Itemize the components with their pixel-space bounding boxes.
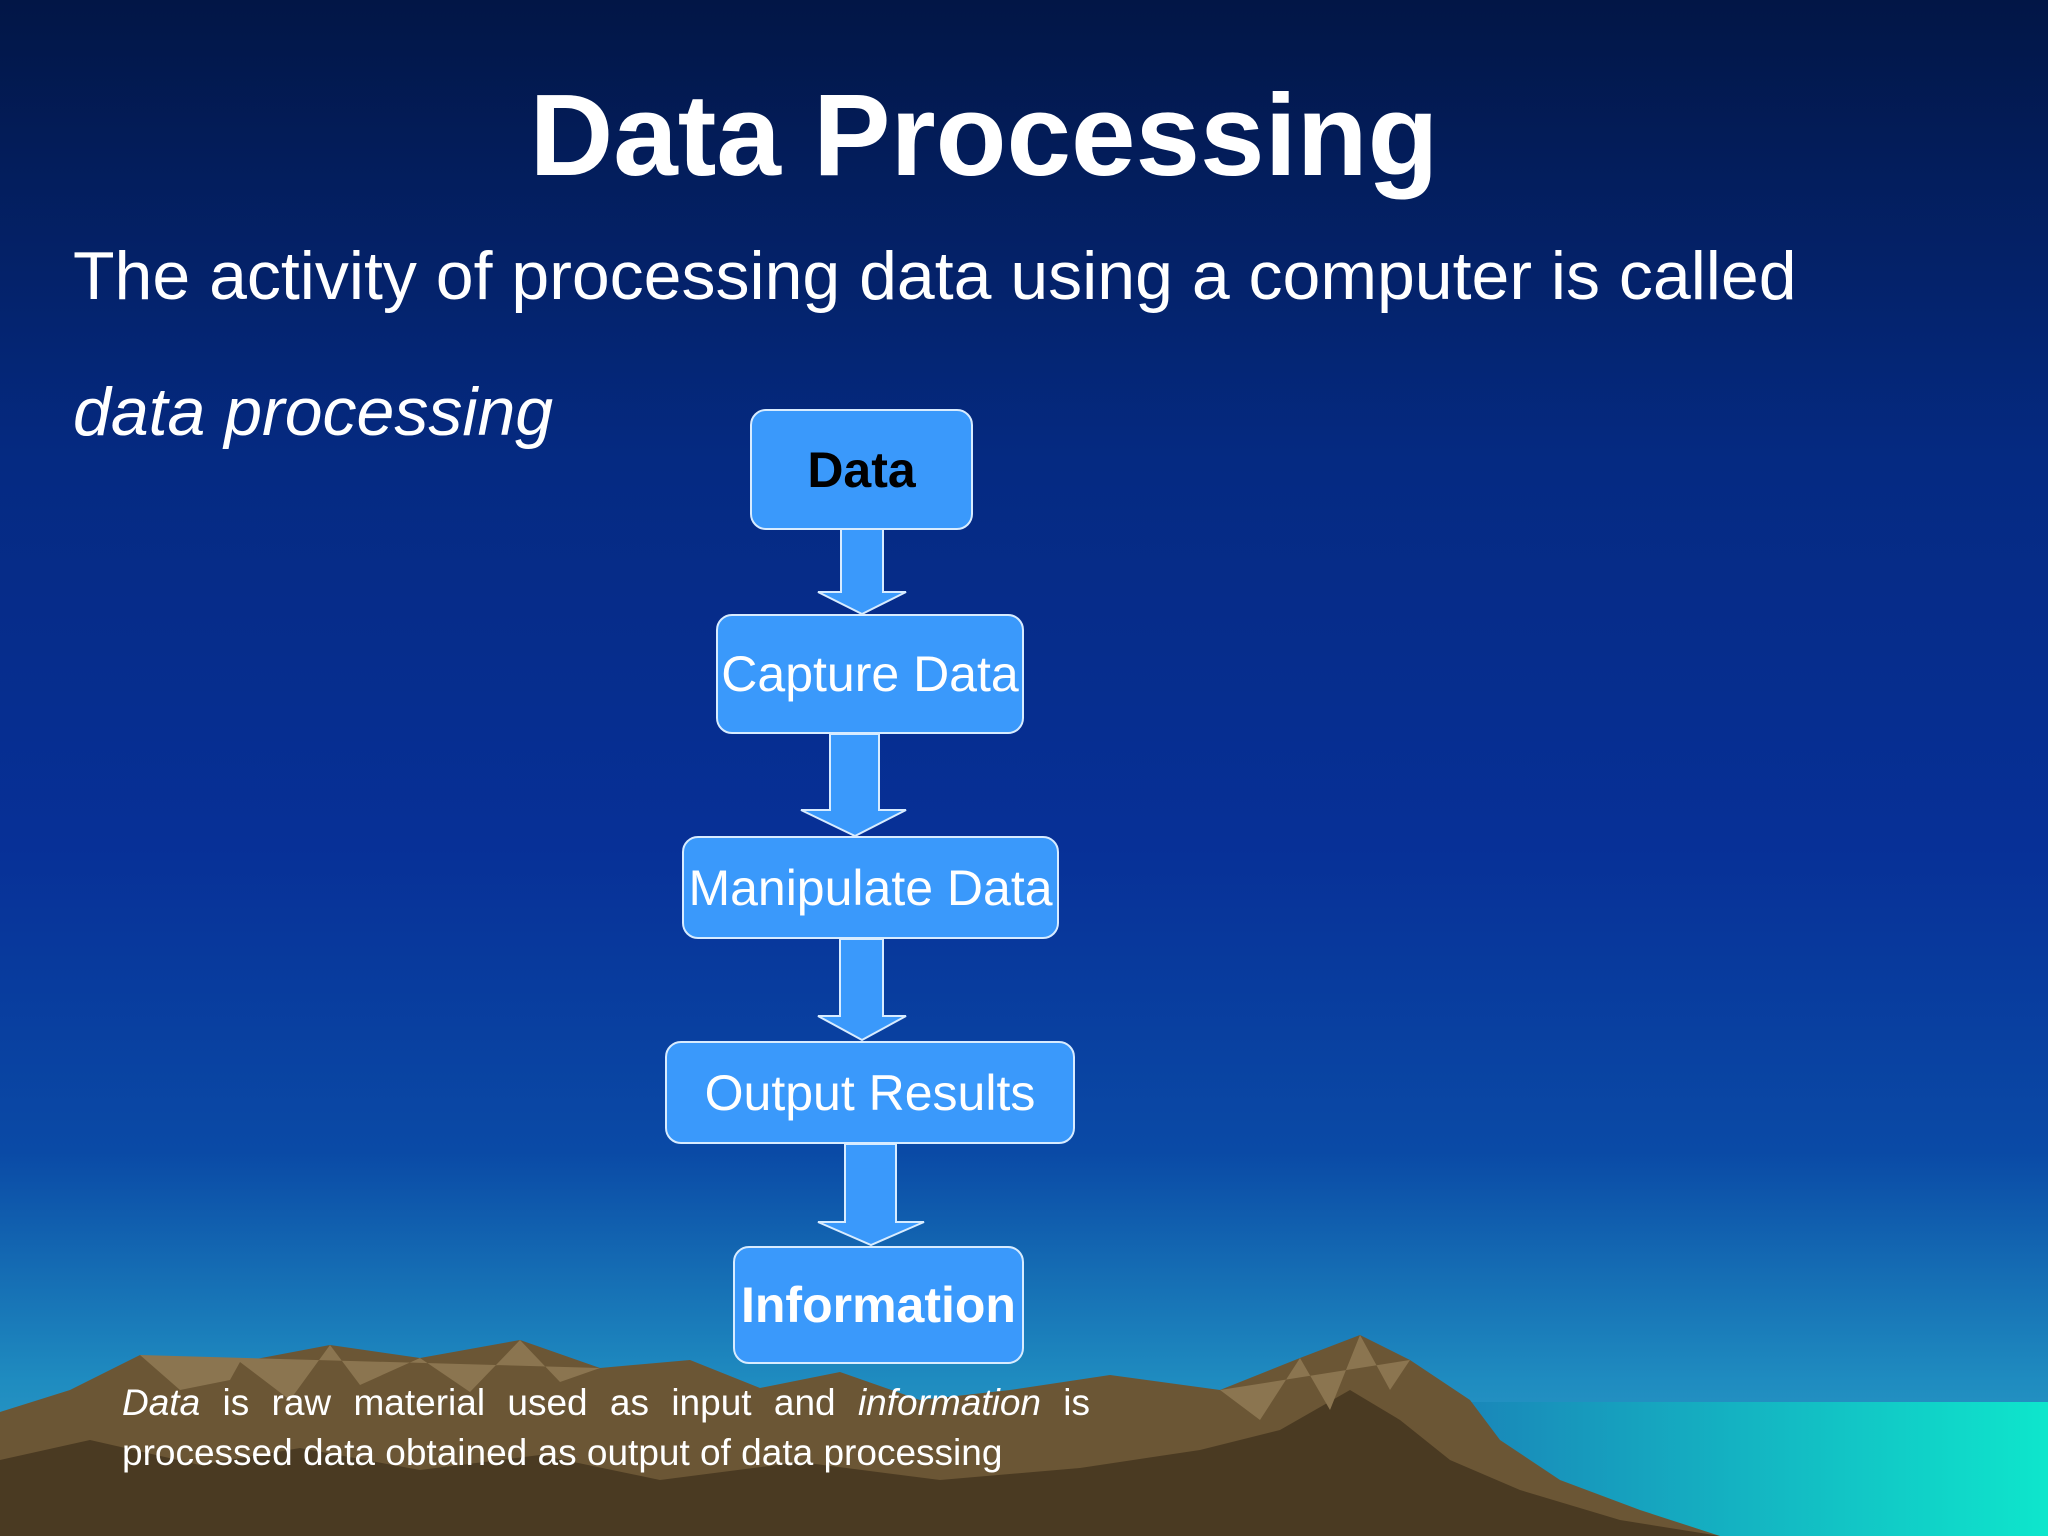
caption-term-data: Data xyxy=(122,1382,201,1423)
mountain-highlight xyxy=(140,1340,600,1400)
slide-title: Data Processing xyxy=(529,70,1439,200)
arrow-capture-to-manipulate xyxy=(800,733,907,838)
mountain-highlight-right xyxy=(1220,1335,1410,1420)
intro-term: data processing xyxy=(73,374,554,450)
flow-step-output-results: Output Results xyxy=(665,1041,1075,1144)
flow-step-data: Data xyxy=(750,409,973,530)
flow-step-information: Information xyxy=(733,1246,1024,1364)
arrow-manipulate-to-output xyxy=(817,938,907,1042)
caption-text-a: is raw material used as input and xyxy=(200,1382,858,1423)
mountain-landscape xyxy=(0,1335,2048,1536)
flow-step-capture-data: Capture Data xyxy=(716,614,1024,734)
arrow-output-to-information xyxy=(817,1143,925,1247)
caption-text-b: is processed data obtained as output of … xyxy=(122,1382,1091,1473)
arrow-data-to-capture xyxy=(817,527,907,616)
mountain-shadow xyxy=(0,1390,1720,1536)
flow-step-manipulate-data: Manipulate Data xyxy=(682,836,1059,939)
caption-term-information: information xyxy=(857,1382,1041,1423)
caption-text: Data is raw material used as input and i… xyxy=(122,1378,1090,1478)
intro-text: The activity of processing data using a … xyxy=(73,238,1797,314)
